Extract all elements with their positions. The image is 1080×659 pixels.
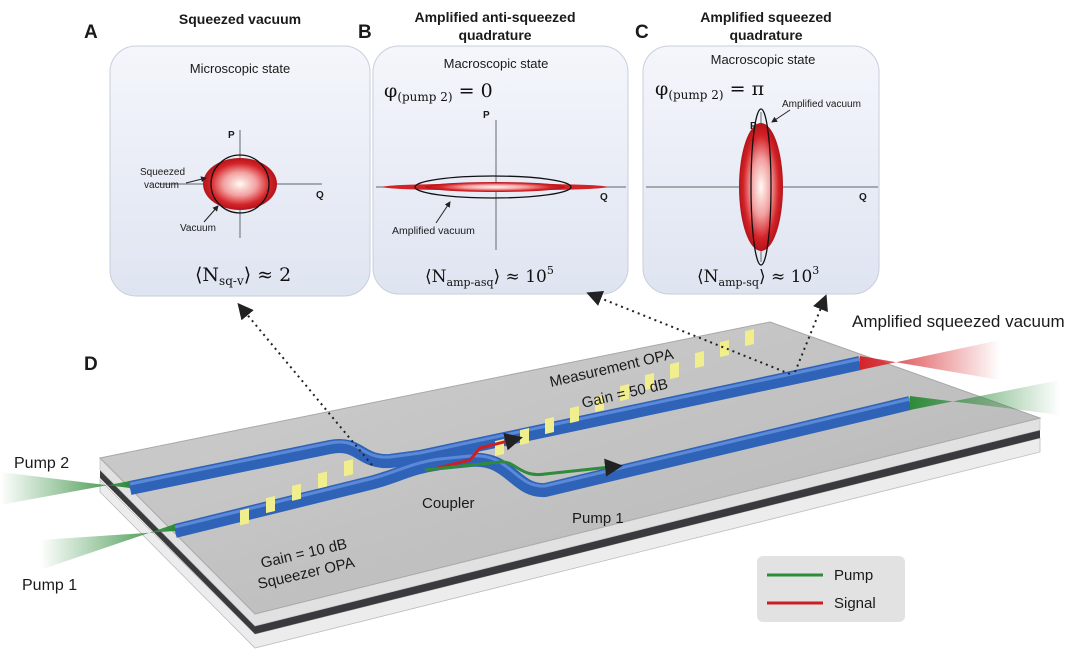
panel-b-note: Amplified vacuum xyxy=(392,225,475,237)
panel-a-title: Squeezed vacuum xyxy=(179,11,301,27)
pump-output-beam xyxy=(910,380,1060,415)
panel-b-subtitle: Macroscopic state xyxy=(444,56,549,71)
panel-a-vacuum-arrow xyxy=(203,205,219,223)
panel-a-note-squeezed-2: vacuum xyxy=(144,180,179,191)
pump-trace xyxy=(424,458,623,477)
panel-b-p-label: P xyxy=(483,110,490,121)
squeezed-output-beam xyxy=(860,340,1000,380)
panel-a-note-squeezed-1: Squeezed xyxy=(140,167,185,178)
legend: Pump Signal xyxy=(757,556,905,622)
panel-b-core-ellipse xyxy=(425,182,565,192)
legend-signal-label: Signal xyxy=(834,595,876,612)
panel-b-letter: B xyxy=(358,22,372,43)
waveguide-upper-highlight xyxy=(129,357,861,486)
panel-b-title-line1: Amplified anti-squeezed xyxy=(414,9,575,25)
waveguide-lower-highlight xyxy=(174,397,911,529)
panel-a-note-vacuum: Vacuum xyxy=(180,223,216,234)
panel-c-subtitle: Macroscopic state xyxy=(711,52,816,67)
panel-c-formula: ⟨Namp-sq⟩ ≈ 103 xyxy=(697,264,819,289)
panel-b-phase: φ(pump 2) = 0 xyxy=(384,80,493,104)
panel-c-title-line1: Amplified squeezed xyxy=(700,9,831,25)
panel-b-box xyxy=(372,45,629,295)
panel-b-amplified-vacuum-ellipse xyxy=(414,175,572,199)
legend-pump-label: Pump xyxy=(834,567,873,584)
signal-trace xyxy=(429,432,523,472)
panel-c: C Amplified squeezed quadrature Macrosco… xyxy=(635,9,880,295)
pump1-input-beam xyxy=(40,524,175,570)
panel-c-q-label: Q xyxy=(859,192,867,203)
panel-a-squeezed-ellipse xyxy=(203,158,277,210)
panel-b-note-arrow xyxy=(435,201,451,224)
panel-a-p-label: P xyxy=(228,130,235,141)
panel-c-note-arrow xyxy=(771,109,791,123)
panel-b-q-label: Q xyxy=(600,192,608,203)
panel-a: A Squeezed vacuum Microscopic state P Q … xyxy=(84,11,371,297)
panel-a-subtitle: Microscopic state xyxy=(190,61,290,76)
panel-a-formula: ⟨Nsq-v⟩ ≈ 2 xyxy=(195,264,291,288)
panel-a-q-label: Q xyxy=(316,190,324,201)
pump2-input-beam xyxy=(0,472,130,505)
output-label: Amplified squeezed vacuum xyxy=(852,312,1065,331)
arrow-to-panel-a xyxy=(237,302,373,466)
panel-a-vacuum-circle xyxy=(210,154,270,214)
chip-top-surface xyxy=(98,321,1042,615)
pump1-input-label: Pump 1 xyxy=(22,577,77,594)
panel-a-squeezed-arrow xyxy=(185,176,207,184)
panel-c-phase: φ(pump 2) = π xyxy=(655,78,764,102)
legend-box xyxy=(757,556,905,622)
panel-b-title-line2: quadrature xyxy=(458,27,531,43)
panel-d-letter: D xyxy=(84,354,98,375)
panel-c-squeezed-ellipse xyxy=(739,123,783,251)
panel-c-note: Amplified vacuum xyxy=(782,99,861,110)
arrow-to-panel-c xyxy=(794,294,828,373)
panel-a-letter: A xyxy=(84,22,98,43)
panel-b-formula: ⟨Namp-asq⟩ ≈ 105 xyxy=(425,264,554,289)
panel-c-p-label: P xyxy=(750,121,757,132)
panel-c-letter: C xyxy=(635,22,649,43)
coupler-label: Coupler xyxy=(422,495,475,512)
pump1-chip-label: Pump 1 xyxy=(572,510,624,527)
panel-b: B Amplified anti-squeezed quadrature Mac… xyxy=(358,9,629,295)
panel-c-amplified-vacuum-ellipse xyxy=(750,108,772,266)
panel-c-title-line2: quadrature xyxy=(729,27,802,43)
squeezer-opa-stripes xyxy=(240,459,353,526)
pump2-label: Pump 2 xyxy=(14,455,69,472)
